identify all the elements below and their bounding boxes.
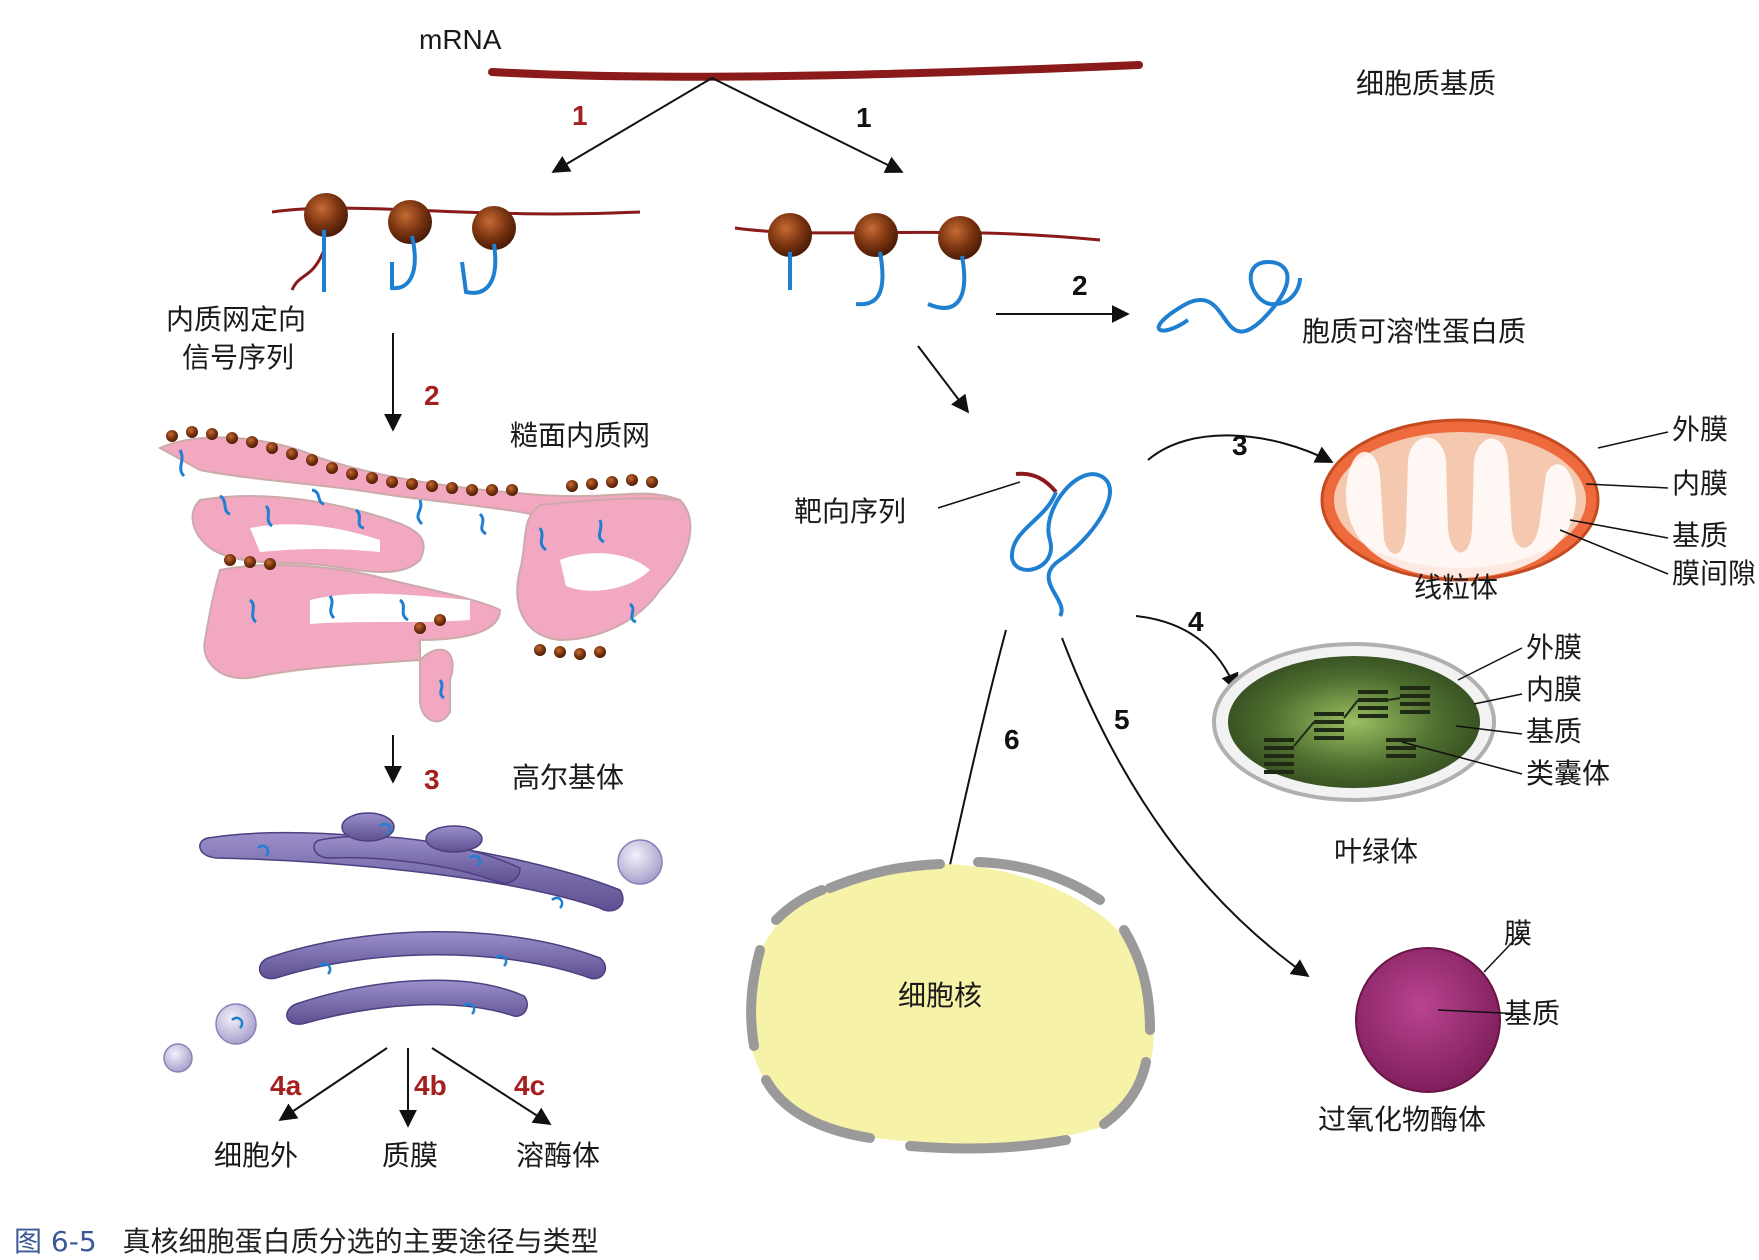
figure-title: 真核细胞蛋白质分选的主要途径与类型 (122, 1225, 599, 1258)
arrow-to-targeted-protein (917, 345, 970, 414)
figure-caption: 图 6-5 真核细胞蛋白质分选的主要途径与类型 (14, 1220, 599, 1260)
step-2-cytosol: 2 (1072, 270, 1088, 301)
arrow-to-peroxisome (1061, 637, 1310, 978)
mitochondrion-title: 线粒体 (1414, 571, 1499, 604)
free-polysome (734, 213, 1101, 310)
mito-inner-label: 内膜 (1672, 467, 1729, 500)
extracellular-label: 细胞外 (214, 1139, 299, 1172)
step-6-nucleus: 6 (1004, 724, 1020, 755)
mito-intermembrane-label: 膜间隙 (1672, 557, 1757, 590)
rough-er-shape (157, 426, 692, 723)
er-signal-label-line1: 内质网定向 (166, 303, 307, 336)
mitochondrion-shape (1320, 418, 1600, 582)
mrna-label: mRNA (419, 24, 502, 55)
targeting-sequence-segment (1015, 471, 1058, 494)
mitochondrion-leader-lines (1559, 431, 1669, 575)
lysosome-label: 溶酶体 (516, 1139, 601, 1172)
chloroplast-shape (1212, 642, 1496, 802)
step-4a: 4a (270, 1070, 302, 1101)
chloro-outer-label: 外膜 (1526, 631, 1583, 664)
targeted-polypeptide-coil (1009, 472, 1112, 618)
peroxisome-title: 过氧化物酶体 (1318, 1103, 1487, 1136)
nucleus-label: 细胞核 (898, 979, 983, 1012)
chloroplast-title: 叶绿体 (1334, 835, 1419, 868)
step-1-cytosolic-pathway: 1 (856, 102, 872, 133)
golgi-apparatus-shape (199, 812, 624, 1025)
soluble-protein-coil (1156, 259, 1302, 334)
nucleus-shape (746, 857, 1155, 1154)
targeting-label-line (937, 481, 1021, 509)
step-4-chloroplast: 4 (1188, 606, 1204, 637)
er-signal-label-line2: 信号序列 (182, 341, 295, 374)
step-5-peroxisome: 5 (1114, 704, 1130, 735)
step-3-mitochondria: 3 (1232, 430, 1248, 461)
step-3-golgi: 3 (424, 764, 440, 795)
cytosol-matrix-label: 细胞质基质 (1356, 67, 1497, 100)
arrow-to-lysosome (431, 1047, 552, 1125)
chloro-inner-label: 内膜 (1526, 673, 1583, 706)
chloroplast-leader-lines (1401, 647, 1523, 775)
arrow-to-extracellular (278, 1047, 388, 1122)
peroxisome-shape (1355, 947, 1501, 1093)
chloro-stroma-label: 基质 (1526, 715, 1583, 748)
step-4c: 4c (514, 1070, 546, 1101)
plasma-membrane-label: 质膜 (382, 1139, 439, 1172)
arrow-mrna-to-er-ribosomes (551, 77, 713, 173)
step-4b: 4b (414, 1070, 447, 1101)
step-2-er: 2 (424, 380, 440, 411)
perox-membrane-label: 膜 (1504, 917, 1533, 950)
mito-outer-label: 外膜 (1672, 413, 1729, 446)
golgi-label: 高尔基体 (512, 761, 625, 794)
arrow-to-chloroplast (1135, 615, 1239, 692)
soluble-protein-label: 胞质可溶性蛋白质 (1302, 315, 1527, 348)
arrow-mrna-to-free-ribosomes (711, 77, 904, 173)
peroxisome-leader-lines (1437, 929, 1525, 1015)
step-1-er-pathway: 1 (572, 100, 588, 131)
rough-er-label: 糙面内质网 (510, 419, 651, 452)
chloro-thylakoid-label: 类囊体 (1526, 757, 1611, 790)
golgi-vesicles (163, 839, 663, 1073)
mrna-strand (488, 61, 1143, 81)
targeting-sequence-label: 靶向序列 (794, 495, 907, 528)
figure-number: 图 6-5 (14, 1225, 97, 1258)
er-bound-polysome (271, 193, 641, 295)
mito-matrix-label: 基质 (1672, 519, 1729, 552)
arrow-to-mitochondria (1147, 434, 1334, 463)
perox-matrix-label: 基质 (1504, 997, 1561, 1030)
